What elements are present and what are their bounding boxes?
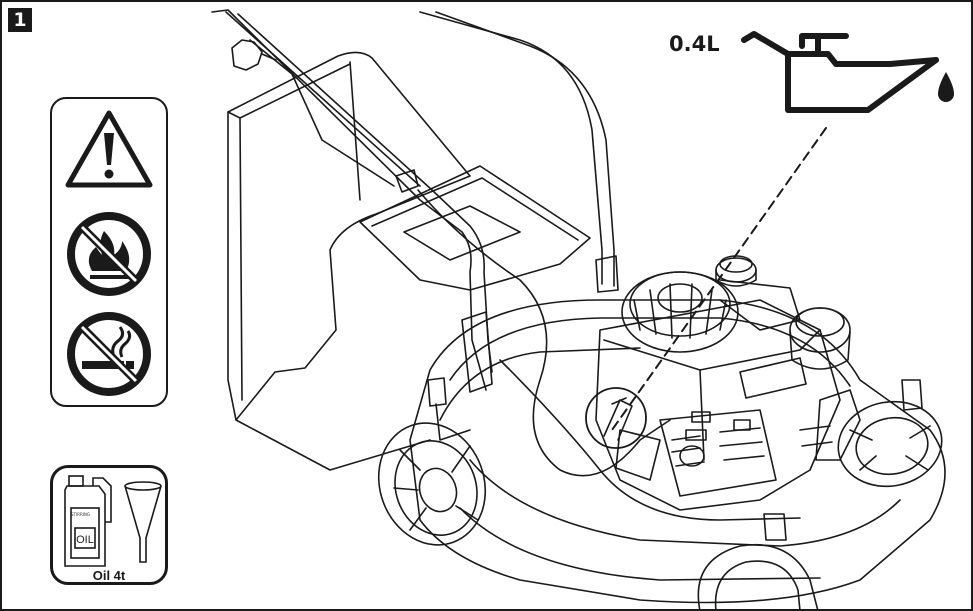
height-lever-front — [427, 377, 447, 407]
height-lever-mid — [763, 513, 787, 541]
no-smoking-icon — [67, 312, 151, 396]
warning-triangle-icon — [65, 110, 153, 188]
bag-top-flap — [359, 165, 591, 291]
control-cable — [417, 189, 671, 477]
front-left-wheel — [377, 422, 487, 546]
rear-wheel — [837, 400, 943, 488]
oil-pointer-line — [611, 127, 827, 431]
funnel-icon — [124, 481, 162, 563]
height-lever-rear — [901, 379, 923, 411]
mower-deck — [409, 299, 946, 604]
step-number-badge: 1 — [8, 8, 32, 32]
air-filter — [789, 307, 851, 370]
oil-type-panel: STIRRING OIL Oil 4t — [50, 465, 168, 585]
oil-can-icon — [741, 31, 954, 113]
front-right-wheel — [697, 544, 819, 611]
oil-quantity-label: 0.4L — [669, 32, 720, 56]
oil-bottle-label: OIL — [76, 534, 94, 546]
safety-warning-panel — [50, 97, 168, 407]
oil-type-label: Oil 4t — [92, 568, 126, 583]
grass-bag — [227, 51, 471, 421]
oil-bottle-brand: STIRRING — [71, 512, 90, 517]
engine-shroud — [595, 299, 841, 511]
handle-bar-right — [419, 11, 603, 285]
no-open-flame-icon — [67, 212, 151, 296]
dipstick-location-circle — [585, 387, 647, 449]
handle-knob — [231, 39, 263, 71]
recoil-starter — [621, 271, 739, 353]
oil-bottle-icon: STIRRING OIL — [64, 475, 112, 567]
